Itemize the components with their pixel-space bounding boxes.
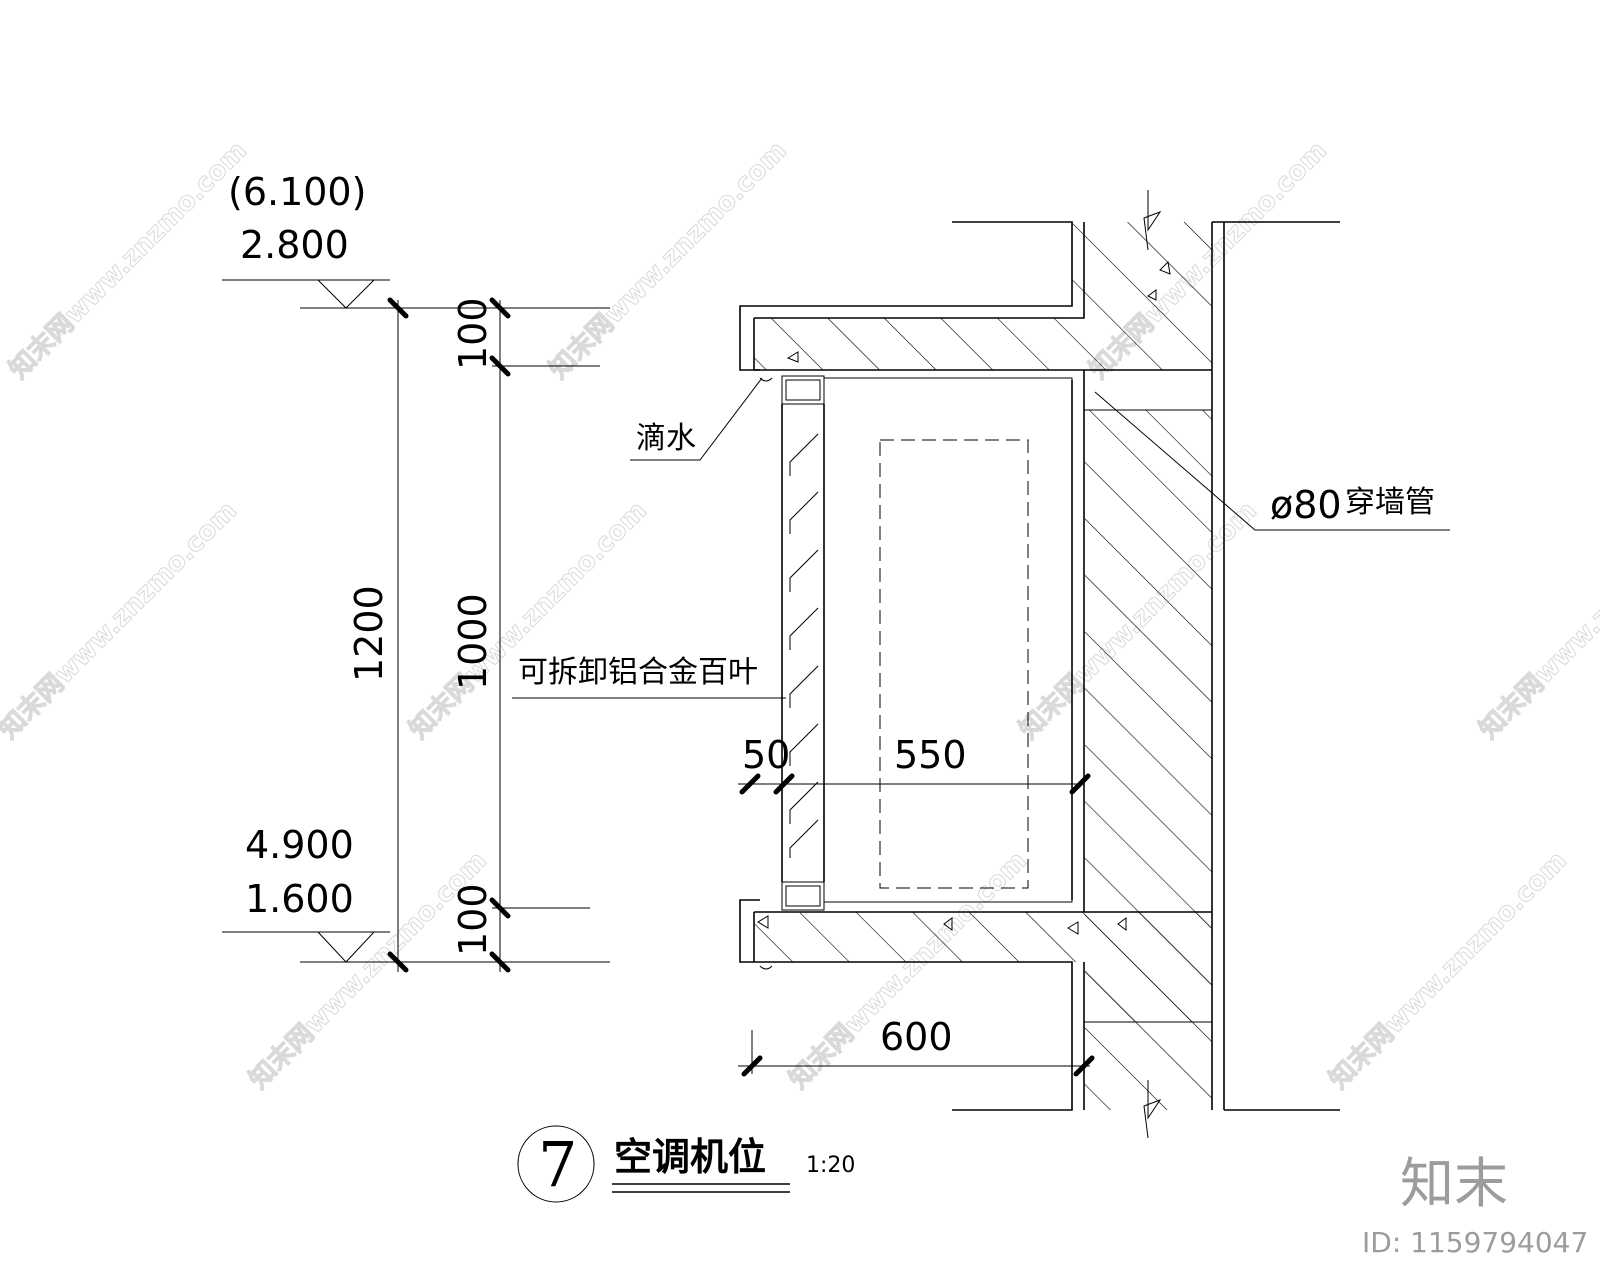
detail-number-circle	[517, 1125, 595, 1203]
level-text-bottom-b: 1.600	[245, 877, 354, 921]
ac-chamber	[823, 377, 1073, 903]
pipe-label-text: 穿墙管	[1345, 485, 1435, 520]
level-text-bottom-a: 4.900	[245, 823, 354, 867]
drawing-title-text: 空调机位	[614, 1135, 766, 1179]
vertical-dimension-overall: 1200	[347, 297, 409, 973]
watermark-text: 知末网www.znzmo.com	[4, 136, 253, 385]
concrete-structure	[739, 190, 1340, 1139]
louver-label-text: 可拆卸铝合金百叶	[518, 655, 758, 690]
aluminum-louver	[781, 375, 825, 911]
horizontal-dimension-chain: 50 550	[738, 733, 1091, 795]
level-text-top-paren: (6.100)	[228, 170, 366, 214]
brand-logo-text: 知末	[1400, 1152, 1508, 1215]
dim-text-clear-depth: 550	[894, 733, 967, 777]
detail-number: 7	[538, 1128, 577, 1201]
drawing-scale-text: 1:20	[806, 1153, 855, 1178]
drip-label: 滴水	[630, 377, 763, 461]
level-text-top: 2.800	[240, 223, 349, 267]
watermark-text: 知末网www.znzmo.com	[1324, 846, 1573, 1095]
dim-text-opening-height: 1000	[451, 593, 495, 690]
bottom-level-marker: 4.900 1.600	[222, 823, 610, 963]
louver-label: 可拆卸铝合金百叶	[512, 655, 786, 699]
horizontal-dimension-overall: 600	[738, 1015, 1095, 1077]
watermark-text: 知末网www.znzmo.com	[0, 496, 243, 745]
dim-text-overall-depth: 600	[880, 1015, 953, 1059]
drip-label-text: 滴水	[636, 421, 696, 456]
drawing-title: 7 空调机位 1:20	[517, 1125, 855, 1203]
dim-text-total-height: 1200	[347, 585, 391, 682]
image-id-text: ID: 1159794047	[1362, 1226, 1588, 1259]
vertical-dimension-chain: 100 1000 100	[451, 297, 600, 973]
top-level-marker: (6.100) 2.800	[222, 170, 610, 309]
pipe-label: ø80 穿墙管	[1094, 391, 1450, 531]
dim-text-top-offset: 100	[451, 297, 495, 370]
dim-text-bottom-offset: 100	[451, 883, 495, 956]
pipe-symbol-text: ø80	[1270, 483, 1342, 527]
watermark-text: 知末网www.znzmo.com	[404, 496, 653, 745]
brand-watermark: 知末 ID: 1159794047	[1362, 1152, 1588, 1259]
watermark-text: 知末网www.znzmo.com	[1474, 496, 1600, 745]
dim-text-louver-depth: 50	[742, 733, 790, 777]
